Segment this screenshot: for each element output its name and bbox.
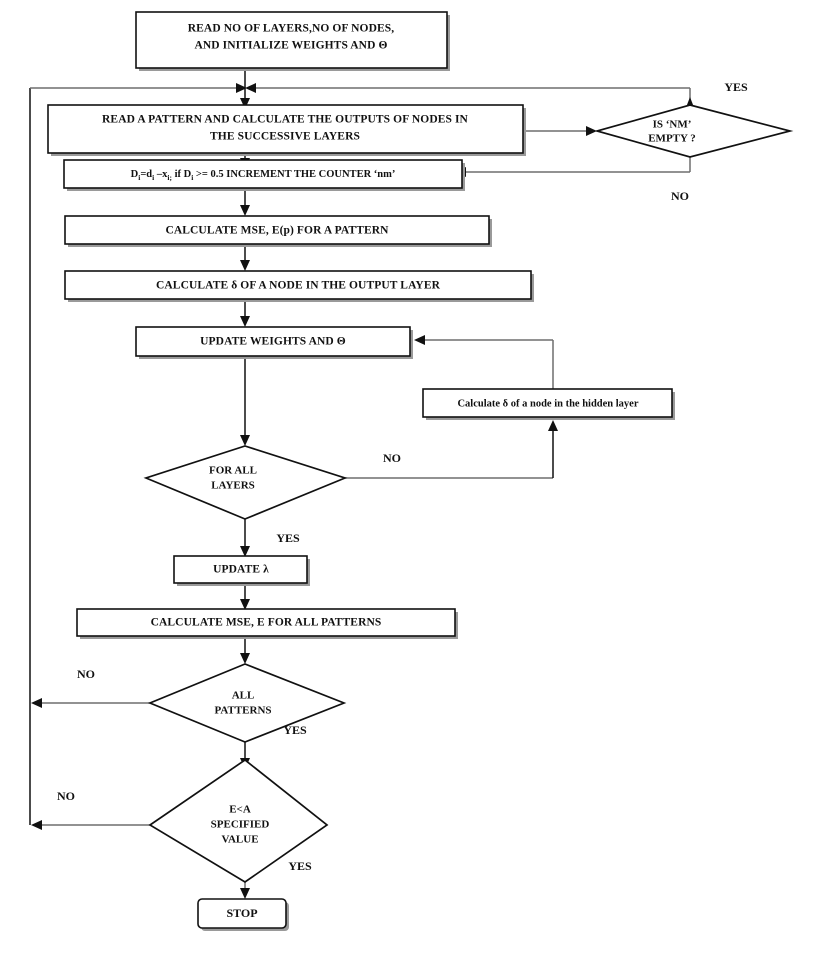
counter-box	[63, 159, 463, 189]
label-layers-no: NO	[383, 451, 401, 465]
arrow-update-to-layers	[240, 435, 250, 446]
node-all-patterns[interactable]: ALL PATTERNS	[147, 663, 347, 743]
e-specified-line1: E<A	[229, 804, 251, 816]
counter-formula: Di=di –xi; if Di >= 0.5 INCREMENT THE CO…	[131, 169, 396, 181]
arrow-hidden-to-update	[414, 335, 425, 345]
arrow-delta-to-update	[240, 316, 250, 327]
arrow-layers-yes	[240, 546, 250, 557]
arrow-mse-to-delta	[240, 260, 250, 271]
arrow-start-to-read	[240, 98, 250, 109]
delta-hidden-box	[422, 388, 673, 418]
mse-all-label: CALCULATE MSE, E FOR ALL PATTERNS	[151, 617, 382, 629]
delta-output-label: CALCULATE δ OF A NODE IN THE OUTPUT LAYE…	[156, 280, 441, 292]
for-all-layers-diamond	[143, 445, 348, 520]
node-counter[interactable]: Di=di –xi; if Di >= 0.5 INCREMENT THE CO…	[63, 159, 465, 191]
all-patterns-line2: PATTERNS	[214, 705, 271, 717]
read-pattern-line1: READ A PATTERN AND CALCULATE THE OUTPUTS…	[102, 114, 469, 126]
nm-empty-line2: EMPTY ?	[648, 133, 696, 145]
mse-pattern-box	[64, 215, 490, 245]
node-read-pattern[interactable]: READ A PATTERN AND CALCULATE THE OUTPUTS…	[47, 104, 526, 156]
arrow-patterns-no	[31, 698, 42, 708]
update-lambda-label: UPDATE λ	[213, 564, 269, 576]
node-delta-output[interactable]: CALCULATE δ OF A NODE IN THE OUTPUT LAYE…	[64, 270, 534, 302]
stop-box	[197, 898, 287, 929]
read-pattern-line2: THE SUCCESSIVE LAYERS	[210, 131, 360, 143]
arrow-e-no	[31, 820, 42, 830]
label-nm-yes: YES	[724, 80, 748, 94]
arrow-mseall-to-patterns	[240, 653, 250, 664]
nm-empty-diamond	[593, 104, 794, 158]
update-weights-label: UPDATE WEIGHTS AND Θ	[200, 336, 346, 348]
label-e-yes: YES	[288, 859, 312, 873]
arrow-layers-no-up	[548, 420, 558, 431]
node-stop[interactable]: STOP	[197, 898, 289, 931]
delta-hidden-label: Calculate δ of a node in the hidden laye…	[457, 398, 638, 409]
node-mse-all[interactable]: CALCULATE MSE, E FOR ALL PATTERNS	[76, 608, 458, 639]
node-start-read[interactable]: READ NO OF LAYERS,NO OF NODES, AND INITI…	[135, 11, 450, 71]
node-e-specified[interactable]: E<A SPECIFIED VALUE	[148, 758, 329, 884]
for-all-layers-line2: LAYERS	[211, 480, 255, 492]
arrow-read-to-nm	[586, 126, 597, 136]
mse-all-box	[76, 608, 456, 637]
arrow-lambda-to-mseall	[240, 599, 250, 610]
arrow-nm-yes-join	[245, 83, 256, 93]
start-read-box	[135, 11, 448, 69]
label-nm-no: NO	[671, 189, 689, 203]
label-patterns-no: NO	[77, 667, 95, 681]
update-lambda-box	[173, 555, 308, 584]
read-pattern-box	[47, 104, 524, 154]
mse-pattern-label: CALCULATE MSE, E(p) FOR A PATTERN	[165, 225, 389, 237]
label-e-no: NO	[57, 789, 75, 803]
node-nm-empty[interactable]: IS ‘NM’ EMPTY ?	[593, 104, 794, 158]
arrow-e-yes	[240, 888, 250, 899]
node-update-lambda[interactable]: UPDATE λ	[173, 555, 310, 586]
start-read-line2: AND INITIALIZE WEIGHTS AND Θ	[194, 40, 387, 52]
delta-output-box	[64, 270, 532, 300]
all-patterns-diamond	[147, 663, 347, 743]
stop-label: STOP	[226, 906, 257, 920]
arrow-counter-to-mse	[240, 205, 250, 216]
arrow-left-feedback-join	[236, 83, 247, 93]
e-specified-line2: SPECIFIED	[211, 819, 270, 831]
e-specified-diamond	[148, 758, 329, 884]
connectors	[29, 70, 695, 899]
for-all-layers-line1: FOR ALL	[209, 465, 257, 477]
node-update-weights[interactable]: UPDATE WEIGHTS AND Θ	[135, 326, 413, 359]
e-specified-line3: VALUE	[221, 834, 258, 846]
all-patterns-line1: ALL	[232, 690, 255, 702]
edge-labels: YES NO NO YES NO YES NO YES	[57, 80, 748, 873]
label-patterns-yes: YES	[283, 723, 307, 737]
label-layers-yes: YES	[276, 531, 300, 545]
update-weights-box	[135, 326, 411, 357]
node-for-all-layers[interactable]: FOR ALL LAYERS	[143, 445, 348, 520]
start-read-line1: READ NO OF LAYERS,NO OF NODES,	[188, 23, 395, 35]
nm-empty-line1: IS ‘NM’	[653, 119, 692, 131]
node-mse-pattern[interactable]: CALCULATE MSE, E(p) FOR A PATTERN	[64, 215, 492, 247]
node-delta-hidden[interactable]: Calculate δ of a node in the hidden laye…	[422, 388, 675, 420]
